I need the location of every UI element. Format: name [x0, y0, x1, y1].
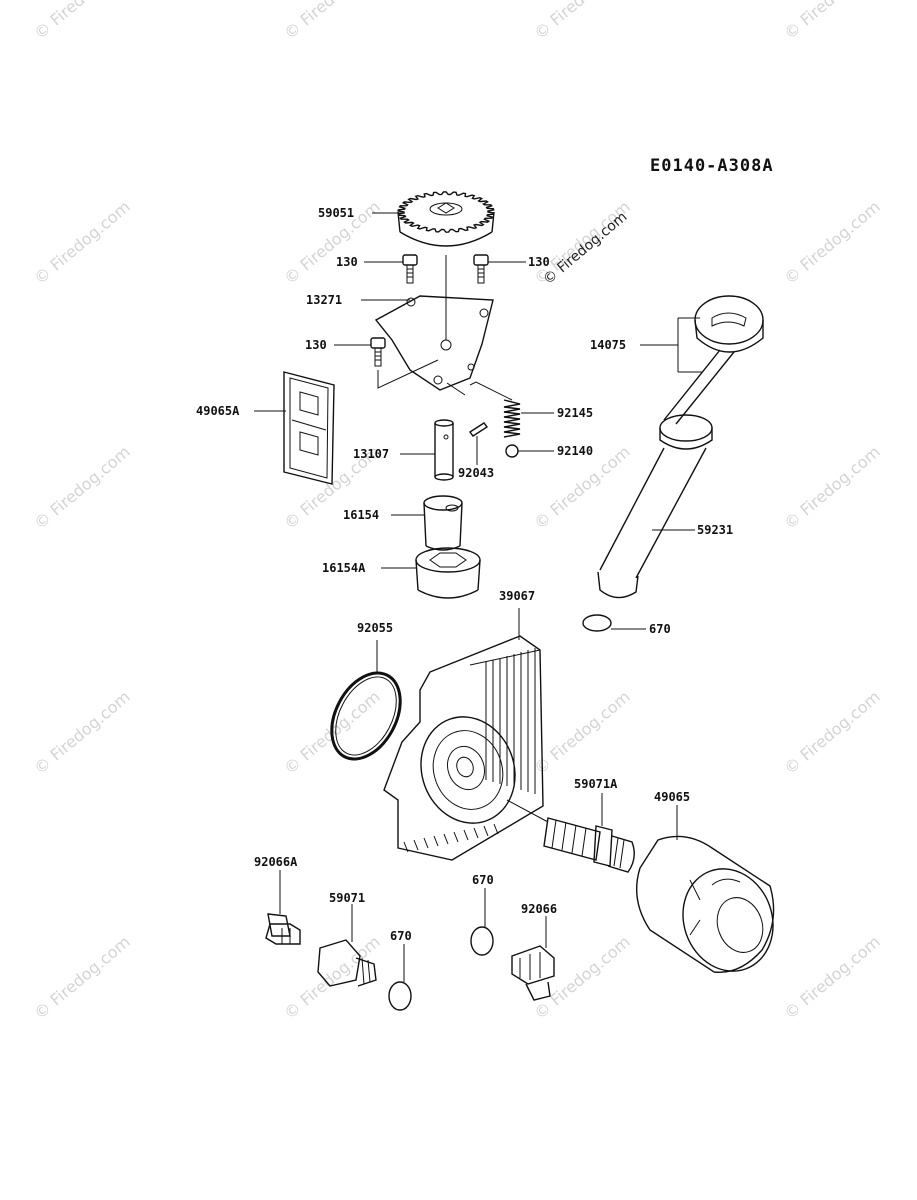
label-92145[interactable]: 92145: [557, 406, 593, 420]
label-670a[interactable]: 670: [649, 622, 671, 636]
watermark-tile: © Firedog.com: [530, 0, 633, 43]
watermark-tile: © Firedog.com: [780, 687, 883, 778]
label-13271[interactable]: 13271: [306, 293, 342, 307]
part-130-bolt-middle[interactable]: [370, 337, 386, 367]
part-49065-oil-filter[interactable]: [635, 835, 787, 983]
label-59071[interactable]: 59071: [329, 891, 365, 905]
part-59071A-pipe[interactable]: [543, 817, 635, 873]
part-59231-tube[interactable]: [597, 414, 713, 599]
watermark-layer: © Firedog.com © Firedog.com © Firedog.com ©…: [30, 0, 883, 1023]
label-92043[interactable]: 92043: [458, 466, 494, 480]
part-16154-inner-rotor[interactable]: [423, 495, 463, 551]
watermark-tile: © Firedog.com: [30, 197, 133, 288]
part-59051-gear[interactable]: [397, 191, 495, 247]
label-130c[interactable]: 130: [305, 338, 327, 352]
part-92145-spring[interactable]: [503, 399, 521, 438]
part-13271-plate[interactable]: [374, 295, 494, 391]
leader-14075: [640, 317, 702, 373]
label-16154A[interactable]: 16154A: [322, 561, 366, 575]
label-670b[interactable]: 670: [390, 929, 412, 943]
label-92055[interactable]: 92055: [357, 621, 393, 635]
watermark-tile: © Firedog.com: [530, 687, 633, 778]
overlay-watermark: © Firedog.com: [540, 209, 630, 288]
watermark-tile: © Firedog.com: [780, 197, 883, 288]
label-130b[interactable]: 130: [528, 255, 550, 269]
watermark-tile: © Firedog.com: [30, 442, 133, 533]
leader-plate-to-spring: [469, 381, 513, 401]
leader-bolt-to-plate: [377, 359, 439, 389]
part-670-oring-c[interactable]: [470, 926, 494, 956]
label-13107[interactable]: 13107: [353, 447, 389, 461]
part-92066A-plug[interactable]: [265, 913, 301, 945]
leader-plate-to-shaft: [446, 382, 466, 396]
part-14075-dipstick[interactable]: [663, 295, 764, 425]
label-92066[interactable]: 92066: [521, 902, 557, 916]
label-59051[interactable]: 59051: [318, 206, 354, 220]
label-670c[interactable]: 670: [472, 873, 494, 887]
label-92140[interactable]: 92140: [557, 444, 593, 458]
watermark-tile: © Firedog.com: [30, 0, 133, 43]
part-92055-oring[interactable]: [318, 661, 414, 770]
part-39067-housing[interactable]: [383, 635, 544, 861]
part-16154A-outer-rotor[interactable]: [415, 547, 481, 599]
part-670-oring-b[interactable]: [388, 981, 412, 1011]
part-130-bolt-left[interactable]: [402, 254, 418, 284]
part-59071-fitting[interactable]: [317, 939, 377, 987]
part-130-bolt-right[interactable]: [473, 254, 489, 284]
watermark-tile: © Firedog.com: [280, 0, 383, 43]
label-59231[interactable]: 59231: [697, 523, 733, 537]
part-670-oring-a[interactable]: [582, 614, 612, 632]
leader-housing-to-pipe: [506, 799, 549, 823]
diagram-code: E0140-A308A: [650, 156, 774, 176]
part-92066-plug[interactable]: [511, 945, 555, 1001]
watermark-tile: © Firedog.com: [780, 0, 883, 43]
part-49065A-screen[interactable]: [283, 371, 335, 485]
label-16154[interactable]: 16154: [343, 508, 379, 522]
part-92043-pin[interactable]: [468, 422, 489, 437]
part-13107-shaft[interactable]: [434, 419, 454, 481]
label-130a[interactable]: 130: [336, 255, 358, 269]
watermark-tile: © Firedog.com: [30, 687, 133, 778]
watermark-tile: © Firedog.com: [280, 932, 383, 1023]
label-59071A[interactable]: 59071A: [574, 777, 618, 791]
label-39067[interactable]: 39067: [499, 589, 535, 603]
watermark-tile: © Firedog.com: [30, 932, 133, 1023]
label-49065A[interactable]: 49065A: [196, 404, 240, 418]
part-92140-ball[interactable]: [505, 444, 519, 458]
watermark-tile: © Firedog.com: [780, 442, 883, 533]
watermark-tile: © Firedog.com: [780, 932, 883, 1023]
label-49065[interactable]: 49065: [654, 790, 690, 804]
label-92066A[interactable]: 92066A: [254, 855, 298, 869]
label-14075[interactable]: 14075: [590, 338, 626, 352]
